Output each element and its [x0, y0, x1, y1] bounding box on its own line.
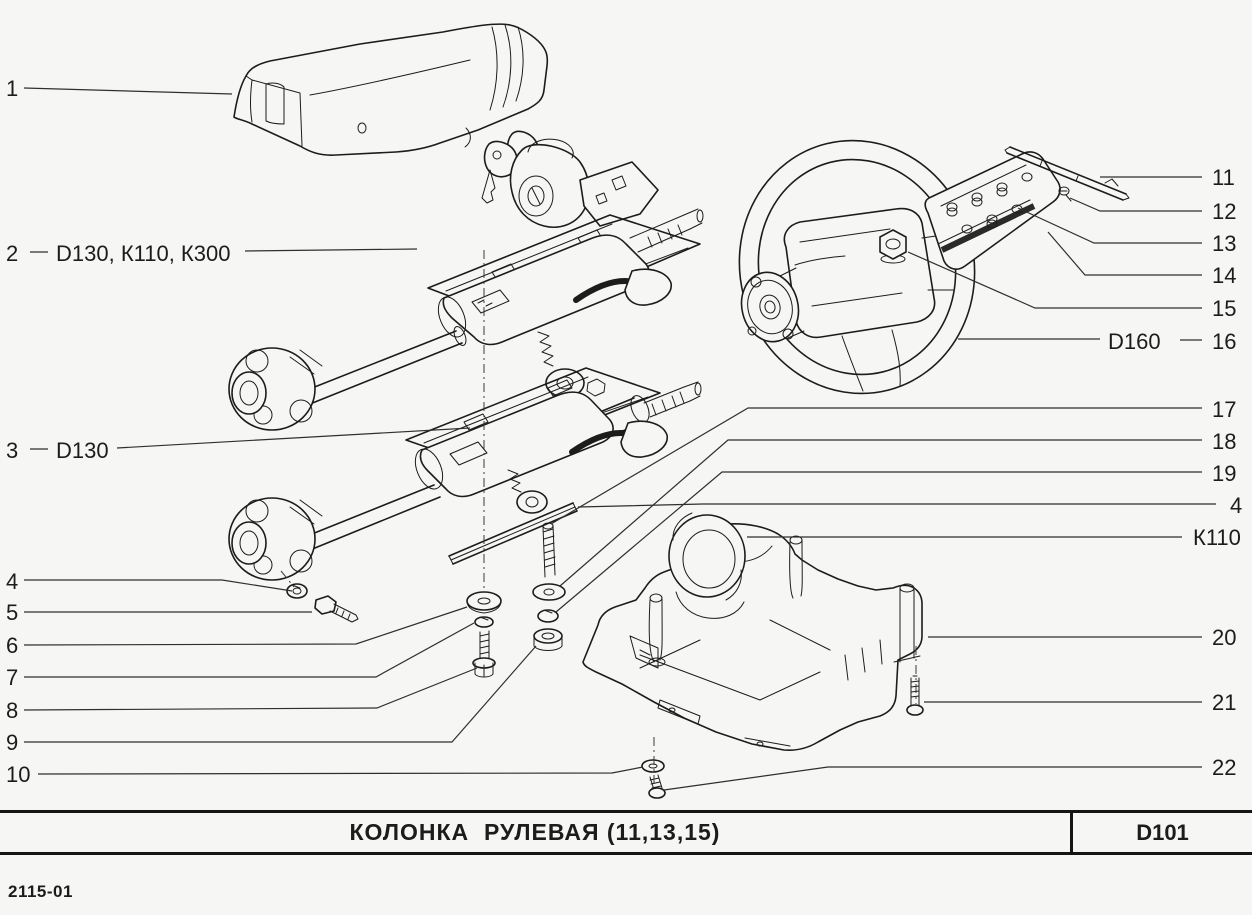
leader-line-10: [37, 766, 644, 775]
leader-line-14: [1047, 231, 1202, 276]
callout-label-12: 12: [1212, 199, 1236, 224]
doc-number: 2115-01: [8, 882, 73, 901]
callout-label-14: 14: [1212, 263, 1236, 288]
leader-line-17: [550, 407, 1202, 525]
leader-line-22: [663, 766, 1202, 791]
callout-label-22: 22: [1212, 755, 1236, 780]
part-switch-plate: [924, 151, 1061, 270]
callout-label-16: 16: [1212, 329, 1236, 354]
assembly-axis-lines: [280, 250, 917, 784]
leader-line-9: [24, 645, 537, 743]
part-mounting-strip: [1004, 146, 1130, 202]
leader-line-6: [23, 606, 468, 646]
callout-label-6: 6: [6, 633, 18, 658]
callout-label-19: 19: [1212, 461, 1236, 486]
leader-line-2: [244, 248, 418, 252]
callout-label-К110: К110: [1193, 525, 1241, 550]
leader-line-4: [24, 579, 293, 592]
leader-line-7: [24, 622, 475, 678]
leader-line-8: [23, 667, 478, 711]
drawing-title: КОЛОНКА РУЛЕВАЯ (11,13,15): [0, 813, 1073, 852]
callout-label-4: 4: [1230, 493, 1242, 518]
part-steering-wheel: [738, 139, 976, 395]
callout-label-1: 1: [6, 76, 18, 101]
callout-label-20: 20: [1212, 625, 1236, 650]
part-lower-panel: [582, 523, 923, 751]
leader-line-1: [23, 87, 233, 95]
callout-label-10: 10: [6, 762, 30, 787]
callout-label-7: 7: [6, 665, 18, 690]
callout-sublabel-3: D130: [56, 438, 109, 463]
part-upper-column-assembly: [228, 208, 704, 431]
leader-line-13: [1017, 207, 1202, 244]
leader-line-15: [907, 251, 1202, 309]
callout-label-21: 21: [1212, 690, 1236, 715]
leader-line-18: [559, 439, 1202, 587]
callout-label-5: 5: [6, 600, 18, 625]
title-bar: КОЛОНКА РУЛЕВАЯ (11,13,15) D101: [0, 810, 1252, 855]
part-ignition-lock-keys: [481, 130, 659, 228]
callout-label-13: 13: [1212, 231, 1236, 256]
callout-label-18: 18: [1212, 429, 1236, 454]
part-grommet-ring: [668, 512, 746, 601]
part-upper-cover: [233, 23, 549, 156]
leader-line-19: [555, 471, 1202, 613]
leader-line-12: [1069, 197, 1202, 212]
leader-line-3: [116, 427, 471, 449]
callout-label-8: 8: [6, 698, 18, 723]
drawing-code: D101: [1136, 819, 1189, 845]
callout-label-2: 2: [6, 241, 18, 266]
callout-label-17: 17: [1212, 397, 1236, 422]
callout-label-11: 11: [1212, 165, 1235, 190]
part-lower-column-assembly: [228, 367, 702, 581]
callout-label-9: 9: [6, 730, 18, 755]
callout-sublabel-16: D160: [1108, 329, 1161, 354]
callout-label-4: 4: [6, 569, 18, 594]
callout-label-15: 15: [1212, 296, 1236, 321]
axis-line: [280, 570, 295, 588]
callout-sublabel-2: D130, К110, К300: [56, 241, 230, 266]
leader-line-4: [577, 503, 1216, 508]
callout-label-3: 3: [6, 438, 18, 463]
